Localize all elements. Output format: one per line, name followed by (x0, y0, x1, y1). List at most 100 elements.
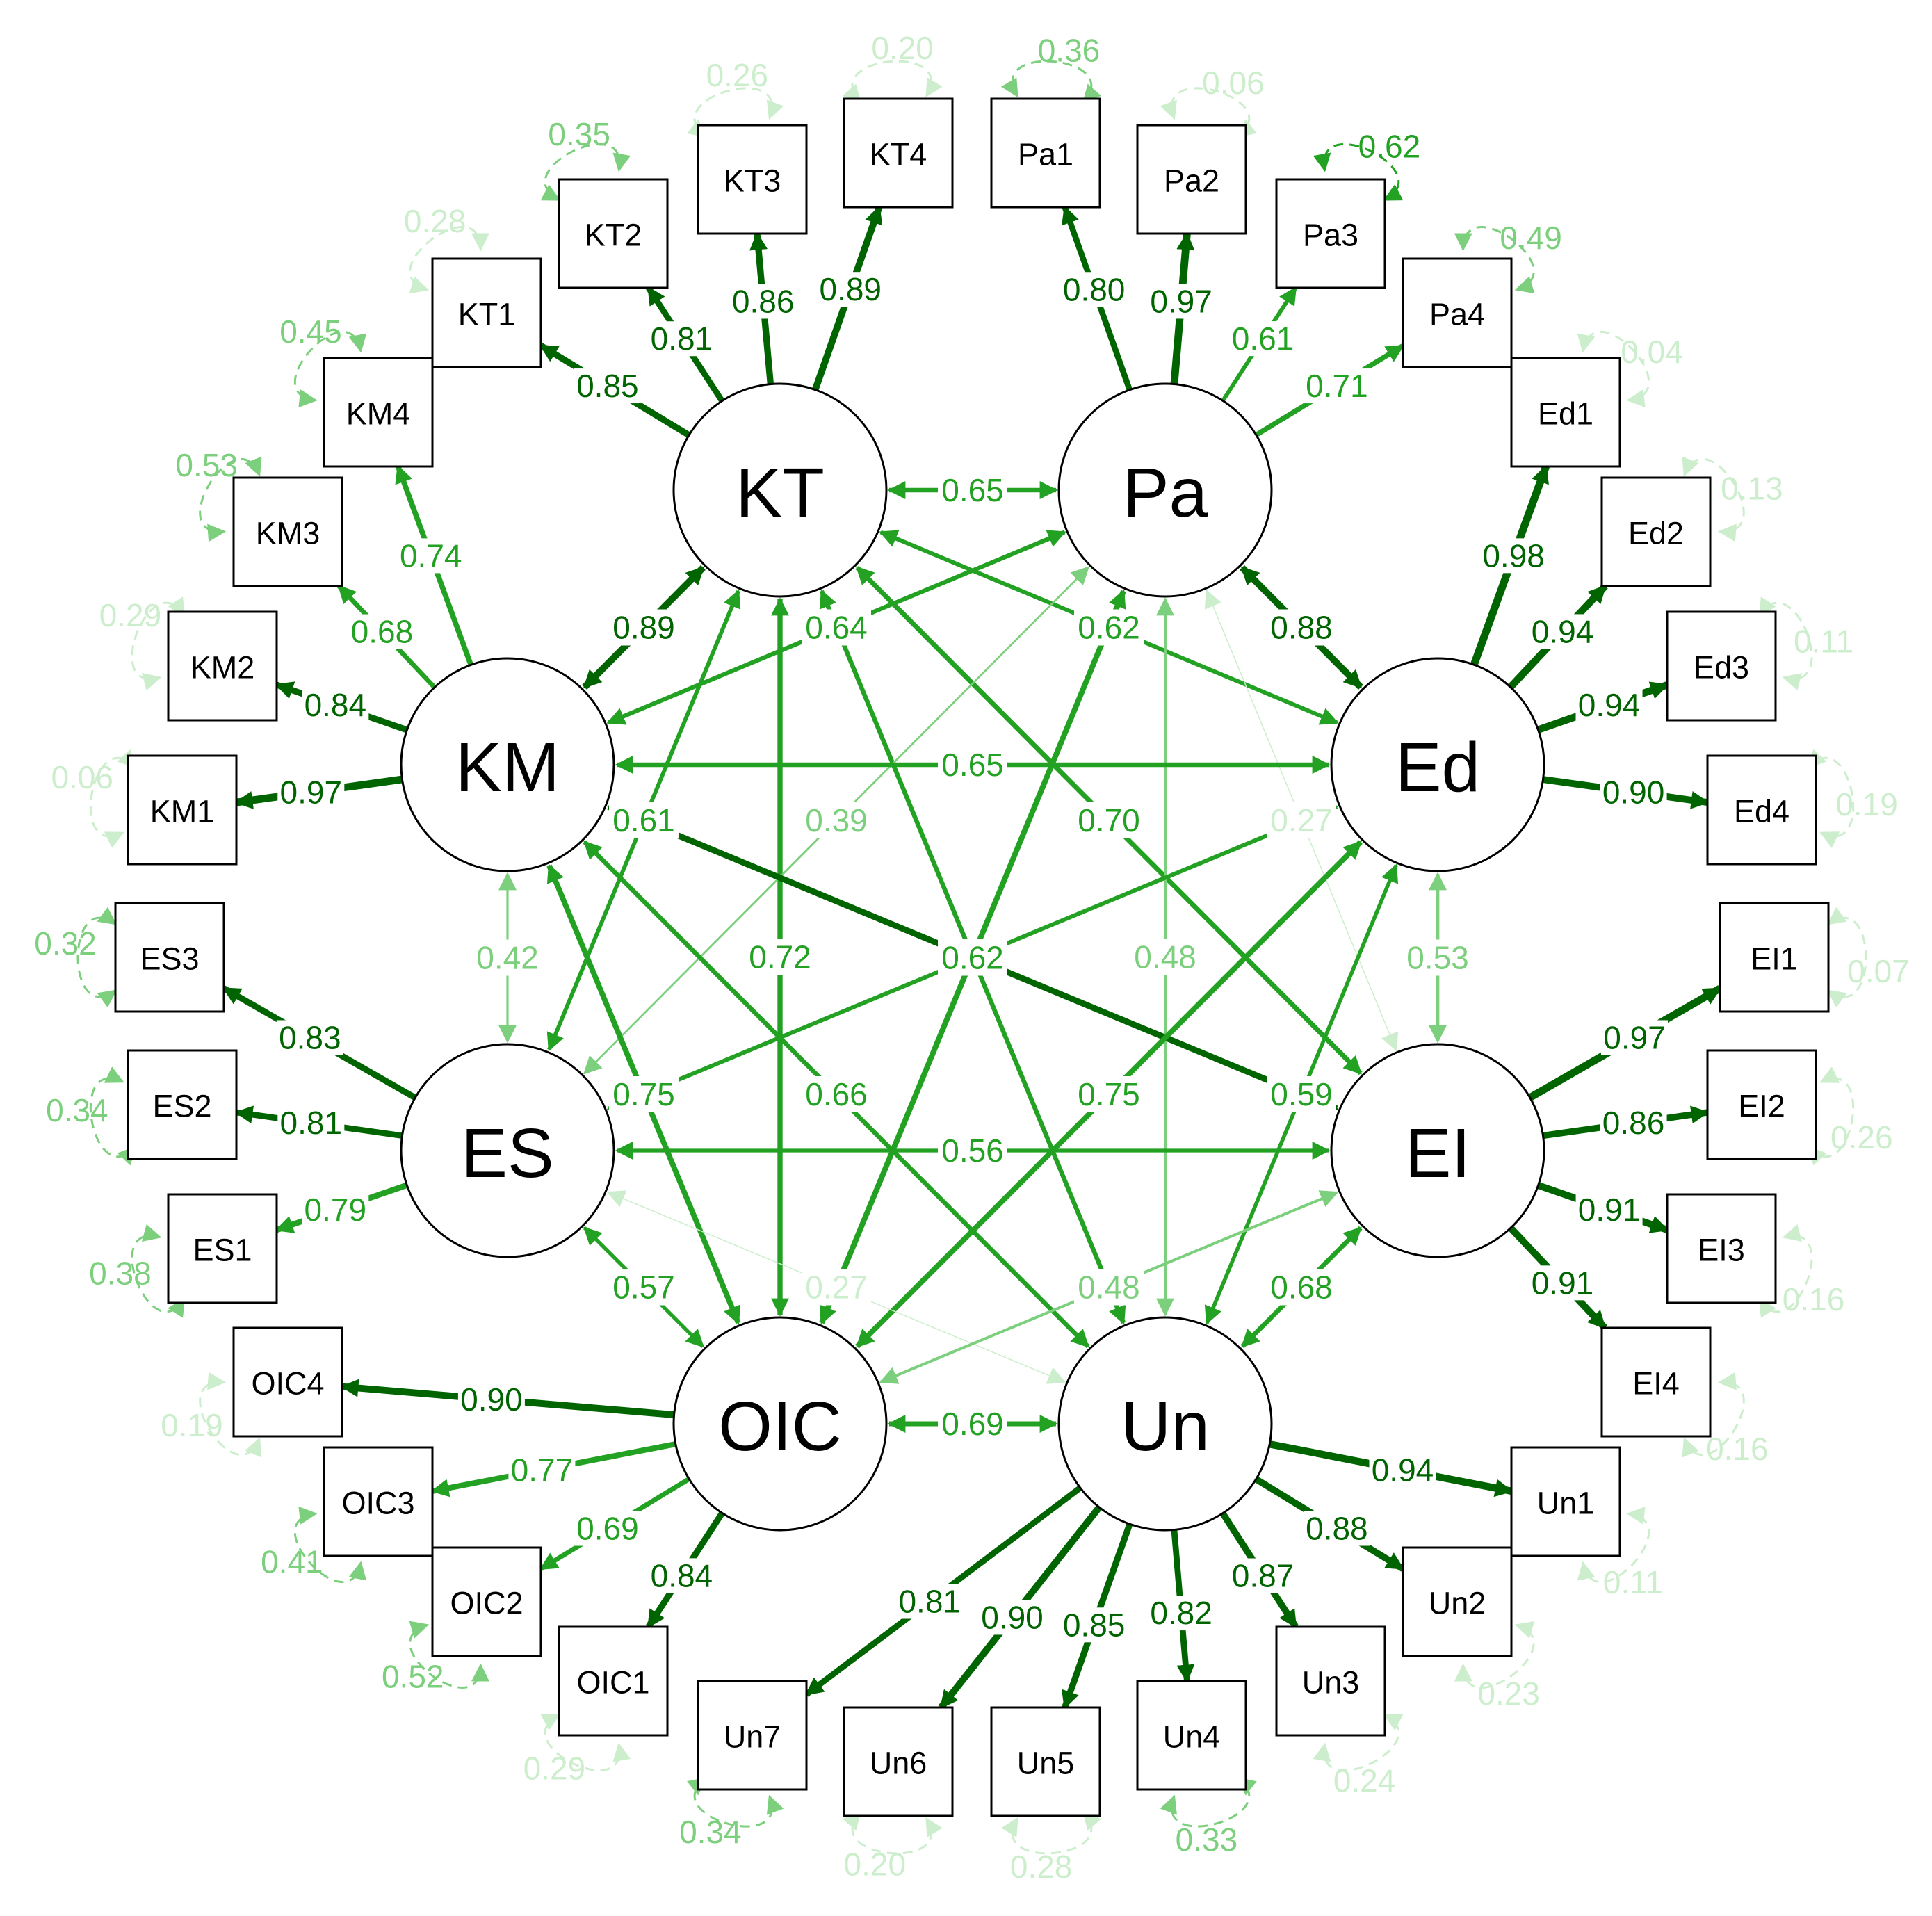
covariance-label-bg (609, 1076, 679, 1112)
latent-node-KT: KT (672, 382, 888, 598)
covariance-value-ES-EI: 0.56 (941, 1132, 1004, 1169)
indicator-node-OIC4: OIC4 (232, 1326, 343, 1438)
loading-label-bg (896, 1584, 964, 1619)
residual-loop-KM3 (199, 456, 262, 542)
indicator-box (1402, 1546, 1513, 1657)
indicator-node-KT2: KT2 (558, 178, 669, 289)
residual-value-Un6: 0.20 (844, 1846, 907, 1883)
loading-value-KT4: 0.89 (819, 271, 882, 307)
residual-layer (76, 60, 1867, 1855)
residual-value-Un2: 0.23 (1477, 1675, 1540, 1712)
covariance-value-Ed-ES: 0.62 (941, 940, 1004, 976)
residual-value-Ed4: 0.19 (1835, 786, 1898, 822)
latent-circle (1057, 1316, 1273, 1532)
indicator-box (1666, 1193, 1777, 1304)
residual-value-KM4: 0.45 (279, 314, 342, 350)
residual-value-OIC1: 0.29 (523, 1750, 586, 1786)
residual-value-ES2: 0.34 (46, 1092, 108, 1128)
indicator-label: KT2 (585, 218, 642, 253)
indicator-node-KT3: KT3 (697, 124, 808, 235)
indicator-node-Un7: Un7 (697, 1680, 808, 1791)
loading-value-Ed4: 0.90 (1602, 774, 1665, 810)
residual-value-Un7: 0.34 (679, 1814, 742, 1850)
covariance-value-EI-OIC: 0.48 (1078, 1269, 1140, 1306)
covariance-value-ES-OIC: 0.57 (612, 1269, 675, 1306)
loading-value-EI3: 0.91 (1578, 1192, 1641, 1228)
covariance-value-Ed-Un: 0.59 (1270, 1076, 1333, 1112)
indicator-label: OIC2 (450, 1586, 523, 1621)
residual-value-ES3: 0.32 (34, 925, 97, 961)
residual-value-Un5: 0.28 (1010, 1849, 1073, 1885)
loading-value-Un1: 0.94 (1372, 1452, 1434, 1488)
residual-value-Un1: 0.11 (1603, 1564, 1663, 1600)
latent-circle (672, 1316, 888, 1532)
residual-value-KM2: 0.29 (99, 597, 162, 633)
indicator-node-KM3: KM3 (232, 476, 343, 587)
covariance-label-bg (1267, 802, 1336, 838)
indicator-box (1136, 1680, 1247, 1791)
loading-label-bg (1480, 538, 1548, 574)
covariance-value-KT-OIC: 0.72 (749, 939, 811, 975)
covariance-label-bg (473, 939, 542, 976)
residual-loop-EI3 (1758, 1224, 1813, 1318)
covariance-label-bg (1074, 1269, 1144, 1306)
loading-value-ES2: 0.81 (280, 1105, 343, 1141)
loading-label-bg (348, 614, 416, 649)
indicator-node-Ed1: Ed1 (1510, 357, 1621, 468)
loading-label-bg (1575, 1192, 1643, 1228)
indicator-node-ES2: ES2 (127, 1049, 238, 1160)
indicator-label: Un5 (1017, 1746, 1075, 1781)
covariance-value-Pa-EI: 0.27 (1270, 802, 1333, 838)
residual-value-KT3: 0.26 (706, 57, 769, 93)
indicator-label: EI3 (1698, 1233, 1745, 1268)
residual-value-Pa4: 0.49 (1500, 220, 1562, 256)
indicator-label: ES1 (193, 1233, 252, 1268)
loading-value-KT3: 0.86 (732, 283, 795, 319)
covariance-label-bg (609, 802, 679, 838)
residual-loop-Un7 (687, 1777, 784, 1828)
loading-value-OIC3: 0.77 (511, 1452, 574, 1488)
loading-label-bg (457, 1381, 525, 1417)
covariance-value-KM-ES: 0.42 (476, 940, 539, 976)
covariance-label-bg (802, 802, 871, 838)
loading-label-bg (648, 321, 715, 357)
indicator-node-OIC3: OIC3 (323, 1446, 434, 1557)
residual-value-EI1: 0.07 (1847, 953, 1910, 989)
loading-value-EI4: 0.91 (1532, 1265, 1594, 1301)
latent-circle (1330, 1043, 1545, 1258)
indicator-label: OIC1 (576, 1665, 649, 1700)
latent-label: Un (1121, 1388, 1210, 1466)
residual-value-Un3: 0.24 (1333, 1762, 1396, 1799)
indicator-label: KM3 (256, 516, 320, 551)
residual-loop-ES1 (131, 1224, 186, 1318)
loading-label-bg (574, 1511, 641, 1546)
indicator-node-EI1: EI1 (1719, 902, 1830, 1013)
indicator-node-KM4: KM4 (323, 357, 434, 468)
loading-label-bg (302, 688, 369, 723)
indicator-node-Un2: Un2 (1402, 1546, 1513, 1657)
loading-value-ES1: 0.79 (305, 1192, 367, 1228)
indicator-label: Ed1 (1538, 396, 1593, 432)
residual-value-Un4: 0.33 (1176, 1821, 1238, 1858)
indicator-node-Un6: Un6 (843, 1706, 954, 1817)
residual-value-ES1: 0.38 (89, 1256, 152, 1292)
indicator-node-KM2: KM2 (167, 610, 278, 722)
indicator-node-EI3: EI3 (1666, 1193, 1777, 1304)
indicator-label: ES3 (140, 941, 199, 977)
covariance-value-KT-EI: 0.70 (1078, 802, 1140, 838)
latent-label: OIC (718, 1388, 842, 1466)
indicator-box (1706, 1049, 1817, 1160)
loading-label-bg (302, 1192, 369, 1228)
residual-loop-EI4 (1682, 1372, 1745, 1458)
residual-value-Ed2: 0.13 (1721, 471, 1783, 507)
indicator-node-KT4: KT4 (843, 97, 954, 209)
covariance-label-bg (1130, 939, 1200, 975)
covariance-label-bg (1267, 609, 1336, 646)
residual-loop-OIC1 (540, 1714, 631, 1772)
loading-label-bg (648, 1558, 715, 1593)
residual-loop-KT2 (540, 143, 631, 201)
latent-label: Pa (1123, 454, 1208, 532)
latent-circle (400, 657, 615, 872)
covariance-value-KT-KM: 0.89 (612, 610, 675, 646)
covariance-label-bg (745, 939, 815, 975)
